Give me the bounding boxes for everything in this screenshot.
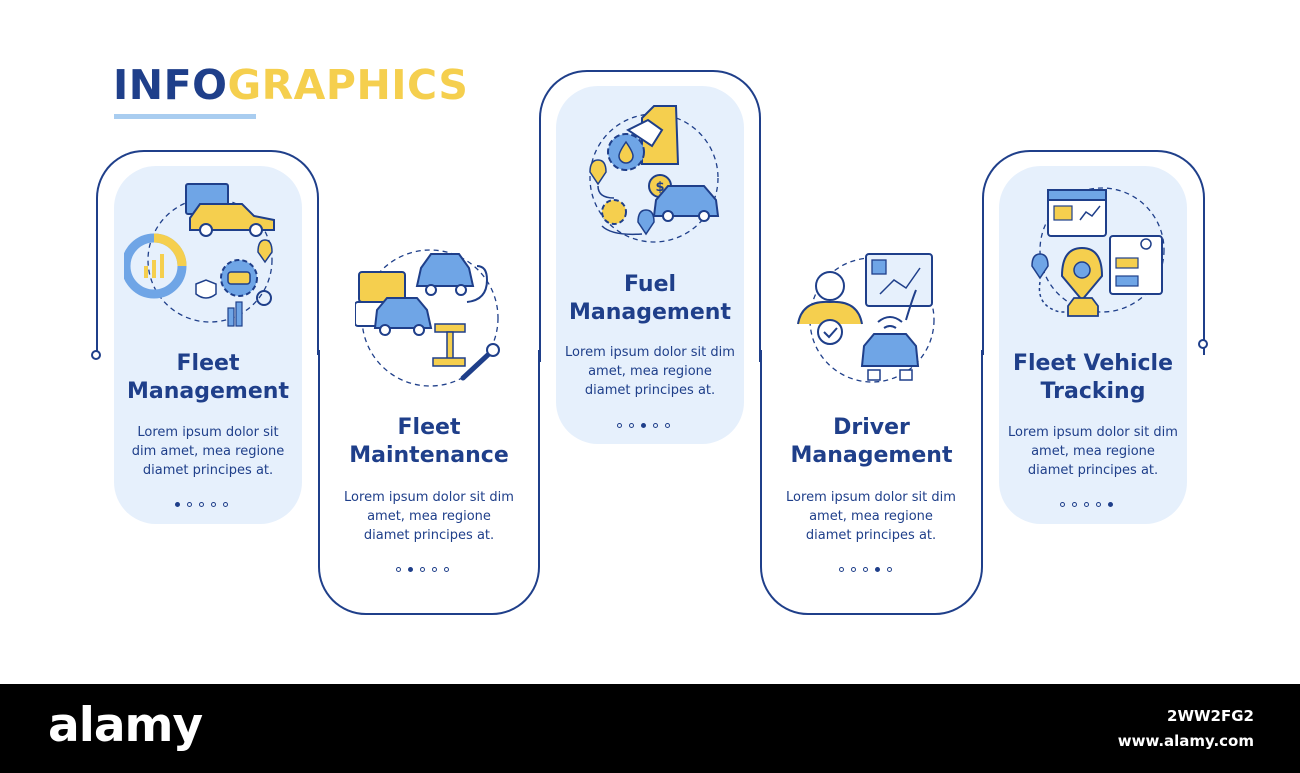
item-heading-3: Fuel Management	[569, 272, 731, 325]
item-body-1: Lorem ipsum dolor sit dim amet, mea regi…	[131, 425, 285, 478]
frame-outline-2	[318, 350, 540, 615]
frame-outline-1	[96, 150, 319, 355]
svg-text:$: $	[655, 180, 664, 195]
pager-dots-5	[1060, 502, 1113, 507]
fuel-management-icon: $	[589, 105, 720, 243]
line-end-dot-right	[1198, 339, 1208, 349]
frame-outline-4	[760, 350, 983, 615]
item-heading-5: Fleet Vehicle Tracking	[1012, 351, 1174, 404]
frame-outline-5	[982, 150, 1205, 355]
fleet-maintenance-icon	[355, 249, 500, 387]
pager-dots-3	[617, 423, 670, 428]
site-url: www.alamy.com	[1117, 732, 1254, 750]
line-end-dot-left	[91, 350, 101, 360]
pager-dots-2	[396, 567, 449, 572]
frame-connector-1	[539, 355, 541, 356]
brand-logo: alamy	[48, 698, 203, 753]
pager-dots-1	[175, 502, 228, 507]
frame-outline-3	[539, 70, 761, 362]
title-underline	[114, 114, 256, 119]
item-body-5: Lorem ipsum dolor sit dim amet, mea regi…	[1008, 425, 1178, 478]
infographic-title: INFOGRAPHICS	[113, 61, 469, 109]
infographic-canvas: INFOGRAPHICS	[91, 61, 1208, 615]
item-heading-1: Fleet Management	[127, 351, 289, 404]
vehicle-tracking-icon	[1031, 187, 1165, 317]
fleet-management-icon	[124, 183, 275, 327]
image-id: 2WW2FG2	[1167, 707, 1254, 725]
item-heading-4: Driver Management	[790, 415, 953, 468]
pager-dots-4	[839, 567, 892, 572]
driver-management-icon	[797, 253, 935, 383]
item-body-4: Lorem ipsum dolor sit dim amet, mea regi…	[786, 490, 956, 543]
watermark-footer: alamy 2WW2FG2 www.alamy.com	[0, 684, 1300, 773]
item-body-3: Lorem ipsum dolor sit dim amet, mea regi…	[565, 345, 735, 398]
item-body-2: Lorem ipsum dolor sit dim amet, mea regi…	[344, 490, 514, 543]
item-heading-2: Fleet Maintenance	[349, 415, 509, 468]
